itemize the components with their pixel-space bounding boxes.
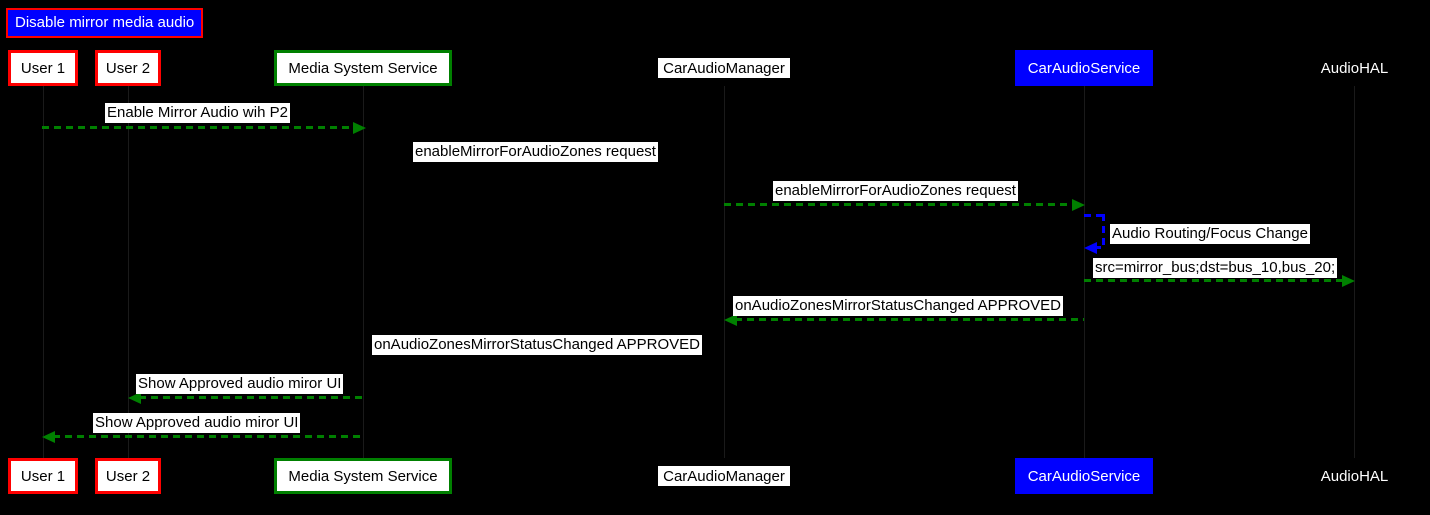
participant-footer-audiohal[interactable]: AudioHAL: [1315, 466, 1394, 486]
selfloop-side-segment: [1102, 214, 1105, 246]
participant-label: CarAudioManager: [663, 59, 785, 77]
lifeline-user2: [127, 86, 129, 458]
lifeline-user1: [42, 86, 44, 458]
message-line-m5: [1084, 279, 1343, 282]
participant-label: User 2: [105, 467, 151, 485]
message-label-m8: Show Approved audio miror UI: [136, 374, 344, 394]
lifeline-media: [362, 86, 364, 458]
message-arrowhead-m5: [1342, 275, 1355, 287]
participant-footer-user2[interactable]: User 2: [95, 458, 161, 494]
lifeline-audiohal: [1354, 86, 1355, 458]
participant-header-user2[interactable]: User 2: [95, 50, 161, 86]
participant-label: User 2: [105, 59, 151, 77]
message-label-m3: enableMirrorForAudioZones request: [773, 181, 1018, 201]
participant-footer-media[interactable]: Media System Service: [274, 458, 452, 494]
message-label-m4: Audio Routing/Focus Change: [1110, 224, 1310, 244]
lifeline-carservice: [1083, 86, 1085, 458]
participant-label: Media System Service: [288, 467, 438, 485]
participant-header-media[interactable]: Media System Service: [274, 50, 452, 86]
message-arrowhead-m8: [128, 392, 141, 404]
message-arrowhead-m6: [724, 314, 737, 326]
message-label-m6: onAudioZonesMirrorStatusChanged APPROVED: [733, 296, 1064, 316]
message-line-m1: [42, 126, 354, 129]
participant-label: CarAudioService: [1027, 467, 1141, 485]
message-label-m5: src=mirror_bus;dst=bus_10,bus_20;: [1093, 258, 1338, 278]
selfloop-arrowhead: [1084, 242, 1097, 254]
participant-header-carservice[interactable]: CarAudioService: [1015, 50, 1153, 86]
participant-label: AudioHAL: [1320, 59, 1389, 77]
participant-label: Media System Service: [288, 59, 438, 77]
message-arrowhead-m9: [42, 431, 55, 443]
message-line-m9: [53, 435, 365, 438]
participant-header-user1[interactable]: User 1: [8, 50, 78, 86]
message-arrowhead-m1: [353, 122, 366, 134]
message-label-m9: Show Approved audio miror UI: [93, 413, 301, 433]
message-line-m8: [139, 396, 365, 399]
message-arrowhead-m3: [1072, 199, 1085, 211]
participant-footer-user1[interactable]: User 1: [8, 458, 78, 494]
message-line-m6: [735, 318, 1084, 321]
participant-footer-carmanager[interactable]: CarAudioManager: [658, 466, 790, 486]
participant-label: CarAudioService: [1027, 59, 1141, 77]
selfloop-bottom-segment: [1094, 246, 1105, 249]
diagram-title: Disable mirror media audio: [6, 8, 204, 38]
lifeline-carmanager: [723, 86, 725, 458]
participant-label: CarAudioManager: [663, 467, 785, 485]
participant-footer-carservice[interactable]: CarAudioService: [1015, 458, 1153, 494]
participant-header-audiohal[interactable]: AudioHAL: [1315, 58, 1394, 78]
message-label-m1: Enable Mirror Audio wih P2: [105, 103, 290, 123]
message-label-m7: onAudioZonesMirrorStatusChanged APPROVED: [372, 335, 703, 355]
message-label-m2: enableMirrorForAudioZones request: [413, 142, 658, 162]
participant-header-carmanager[interactable]: CarAudioManager: [658, 58, 790, 78]
message-line-m3: [724, 203, 1073, 206]
participant-label: AudioHAL: [1320, 467, 1389, 485]
participant-label: User 1: [20, 59, 66, 77]
selfloop-top-segment: [1084, 214, 1105, 217]
participant-label: User 1: [20, 467, 66, 485]
